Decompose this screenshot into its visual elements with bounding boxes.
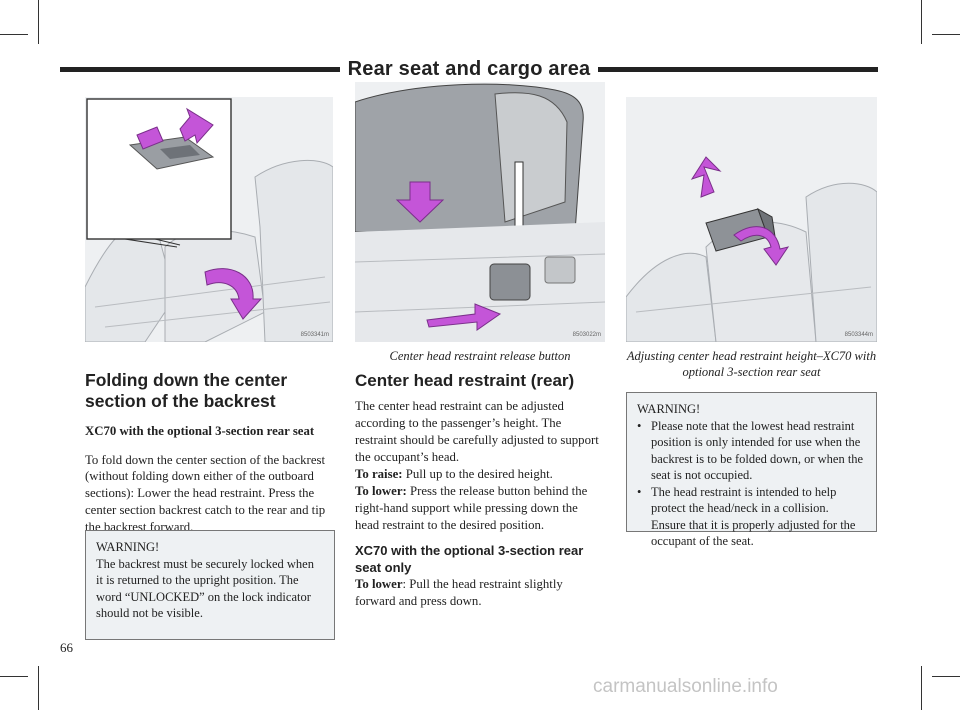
text-to-lower: Press the release button behind the righ… <box>355 483 588 532</box>
figure-backrest-fold: 8503341m <box>85 97 333 342</box>
heading-fold-backrest: Folding down the center section of the b… <box>85 370 288 412</box>
backrest-illustration <box>85 97 333 342</box>
crop-mark <box>38 0 39 44</box>
column-center-restraint: Center head restraint (rear) The center … <box>355 370 605 610</box>
text-to-lower-xc70: : Pull the head restraint slightly forwa… <box>355 576 563 608</box>
paragraph-to-raise: To raise: Pull up to the desired height. <box>355 466 605 483</box>
crop-mark <box>0 676 28 677</box>
restraint-height-illustration <box>626 97 877 342</box>
subheading-xc70-only: XC70 with the optional 3-section rear se… <box>355 542 584 575</box>
warning-title: WARNING! <box>637 402 701 416</box>
label-to-raise: To raise: <box>355 467 403 481</box>
text-to-raise: Pull up to the desired height. <box>405 467 553 481</box>
watermark: carmanualsonline.info <box>593 676 778 697</box>
warning-box-backrest: WARNING! The backrest must be securely l… <box>85 530 335 640</box>
crop-mark <box>38 666 39 710</box>
header-rule-right <box>590 67 878 72</box>
crop-mark <box>921 0 922 44</box>
paragraph-to-lower-xc70: To lower: Pull the head restraint slight… <box>355 576 605 610</box>
figure-restraint-height: 8503344m <box>626 97 877 342</box>
figure-code: 8503344m <box>844 332 873 338</box>
figure-caption: Center head restraint release button <box>389 349 571 363</box>
paragraph-fold-instructions: To fold down the center section of the b… <box>85 452 326 535</box>
header-rule-left <box>60 67 370 72</box>
figure-release-button: 8503022m <box>355 82 605 342</box>
crop-mark <box>932 676 960 677</box>
warning-box-restraint: WARNING! Please note that the lowest hea… <box>626 392 877 548</box>
warning-item: Please note that the lowest head restrai… <box>637 418 866 484</box>
label-to-lower: To lower: <box>355 483 407 498</box>
release-button-illustration <box>355 82 605 342</box>
crop-mark <box>932 34 960 35</box>
warning-list: Please note that the lowest head restrai… <box>637 418 866 550</box>
warning-item: The head restraint is intended to help p… <box>637 484 866 550</box>
figure-code: 8503341m <box>300 332 329 338</box>
subheading-xc70: XC70 with the optional 3-section rear se… <box>85 423 315 438</box>
crop-mark <box>921 666 922 710</box>
crop-mark <box>0 34 28 35</box>
warning-title: WARNING! <box>96 540 160 554</box>
figure-caption: Adjusting center head restraint height–X… <box>626 349 877 379</box>
paragraph-restraint-intro: The center head restraint can be adjuste… <box>355 399 599 465</box>
label-to-lower-xc70: To lower <box>355 576 403 591</box>
heading-center-restraint: Center head restraint (rear) <box>355 371 575 390</box>
paragraph-to-lower: To lower: Press the release button behin… <box>355 483 605 534</box>
section-header: Rear seat and cargo area <box>60 58 878 84</box>
figure-code: 8503022m <box>572 332 601 338</box>
warning-text: The backrest must be securely locked whe… <box>96 556 314 621</box>
page-number: 66 <box>60 640 73 655</box>
column-fold-backrest: Folding down the center section of the b… <box>85 370 335 536</box>
section-title: Rear seat and cargo area <box>60 58 878 81</box>
